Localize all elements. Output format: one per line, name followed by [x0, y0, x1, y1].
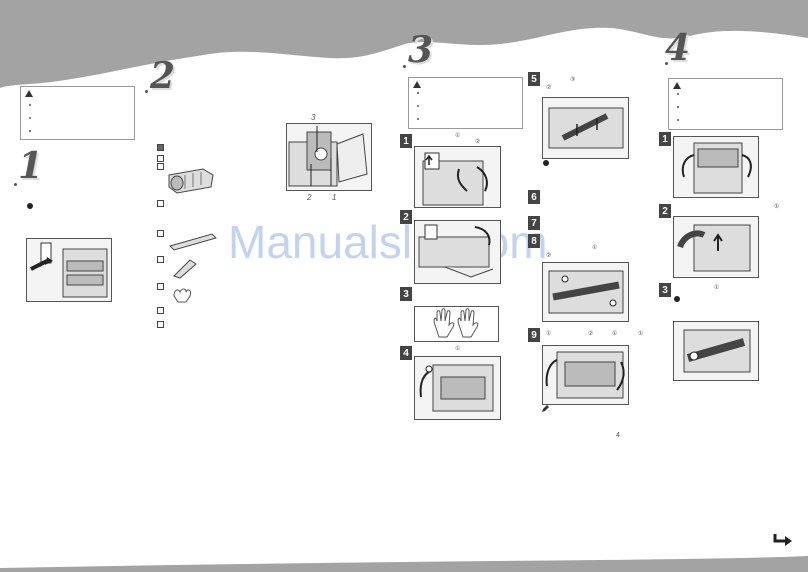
step-illustration	[542, 345, 629, 405]
caution-box	[20, 86, 135, 140]
checkbox	[157, 307, 164, 314]
caution-box	[668, 78, 783, 130]
circled-mark: ②	[546, 253, 552, 259]
printer-power-illustration	[26, 238, 112, 302]
note-icon	[674, 296, 680, 302]
step-number: 4	[400, 346, 412, 360]
bullet	[665, 62, 668, 65]
diagram-label-2: 2	[307, 193, 312, 202]
checkbox	[157, 256, 164, 263]
circled-mark: ①	[546, 331, 552, 337]
step-illustration	[673, 321, 759, 381]
section-number-4: 4	[665, 27, 691, 69]
step-number: 7	[528, 216, 540, 230]
step-number: 2	[659, 204, 671, 218]
circled-mark: ③	[570, 77, 576, 83]
checkbox	[157, 155, 164, 162]
bullet	[403, 65, 406, 68]
note-icon	[543, 160, 549, 166]
section-number-2: 2	[150, 55, 176, 97]
step-illustration	[673, 136, 759, 198]
circled-mark: ①	[592, 245, 598, 251]
step-number: 1	[659, 132, 671, 146]
section-number-1: 1	[18, 145, 44, 187]
circled-mark: ①	[455, 133, 461, 139]
step-number: 8	[528, 234, 540, 248]
warning-triangle-icon	[413, 81, 421, 88]
bullet	[14, 183, 17, 186]
section-number-3: 3	[408, 29, 434, 71]
checkbox	[157, 163, 164, 170]
warning-triangle-icon	[673, 82, 681, 89]
circled-mark: ①	[455, 346, 461, 352]
circled-mark: ②	[475, 139, 481, 145]
bullet	[145, 90, 148, 93]
gloves-image	[173, 288, 191, 303]
pencil-icon	[542, 405, 549, 412]
circled-mark: ①	[638, 331, 644, 337]
checkbox	[157, 200, 164, 207]
curved-arrow-icon[interactable]	[772, 533, 794, 549]
step-illustration	[542, 97, 629, 159]
step-number: 3	[659, 283, 671, 297]
circled-mark: ①	[612, 331, 618, 337]
step-illustration	[673, 216, 759, 278]
step-number: 1	[400, 134, 412, 148]
step-number: 3	[400, 287, 412, 301]
circled-mark: ①	[774, 204, 780, 210]
step-number: 2	[400, 210, 412, 224]
brush-image	[173, 259, 197, 279]
gloves-illustration	[414, 306, 499, 342]
diagram-label-3: 3	[311, 113, 316, 122]
note-icon	[27, 203, 33, 209]
fusing-unit-image	[168, 168, 214, 194]
step-illustration	[542, 262, 629, 322]
circled-mark: ②	[546, 85, 552, 91]
step-number: 9	[528, 328, 540, 342]
step-illustration	[414, 356, 501, 420]
checkbox	[157, 230, 164, 237]
caution-box	[408, 77, 523, 129]
step-number: 6	[528, 190, 540, 204]
checkbox	[157, 283, 164, 290]
checkbox-checked	[157, 144, 164, 151]
circled-mark: ②	[588, 331, 594, 337]
step-illustration	[414, 220, 501, 284]
roller-image	[169, 233, 217, 251]
diagram-label-1: 1	[332, 193, 337, 202]
printer-parts-diagram	[286, 123, 372, 191]
circled-mark: ①	[714, 285, 720, 291]
warning-triangle-icon	[25, 90, 33, 97]
step-illustration	[414, 146, 501, 208]
page-number: 4	[616, 432, 620, 439]
checkbox	[157, 321, 164, 328]
header-band	[0, 0, 808, 88]
step-number: 5	[528, 72, 540, 86]
footer-band	[0, 556, 808, 572]
